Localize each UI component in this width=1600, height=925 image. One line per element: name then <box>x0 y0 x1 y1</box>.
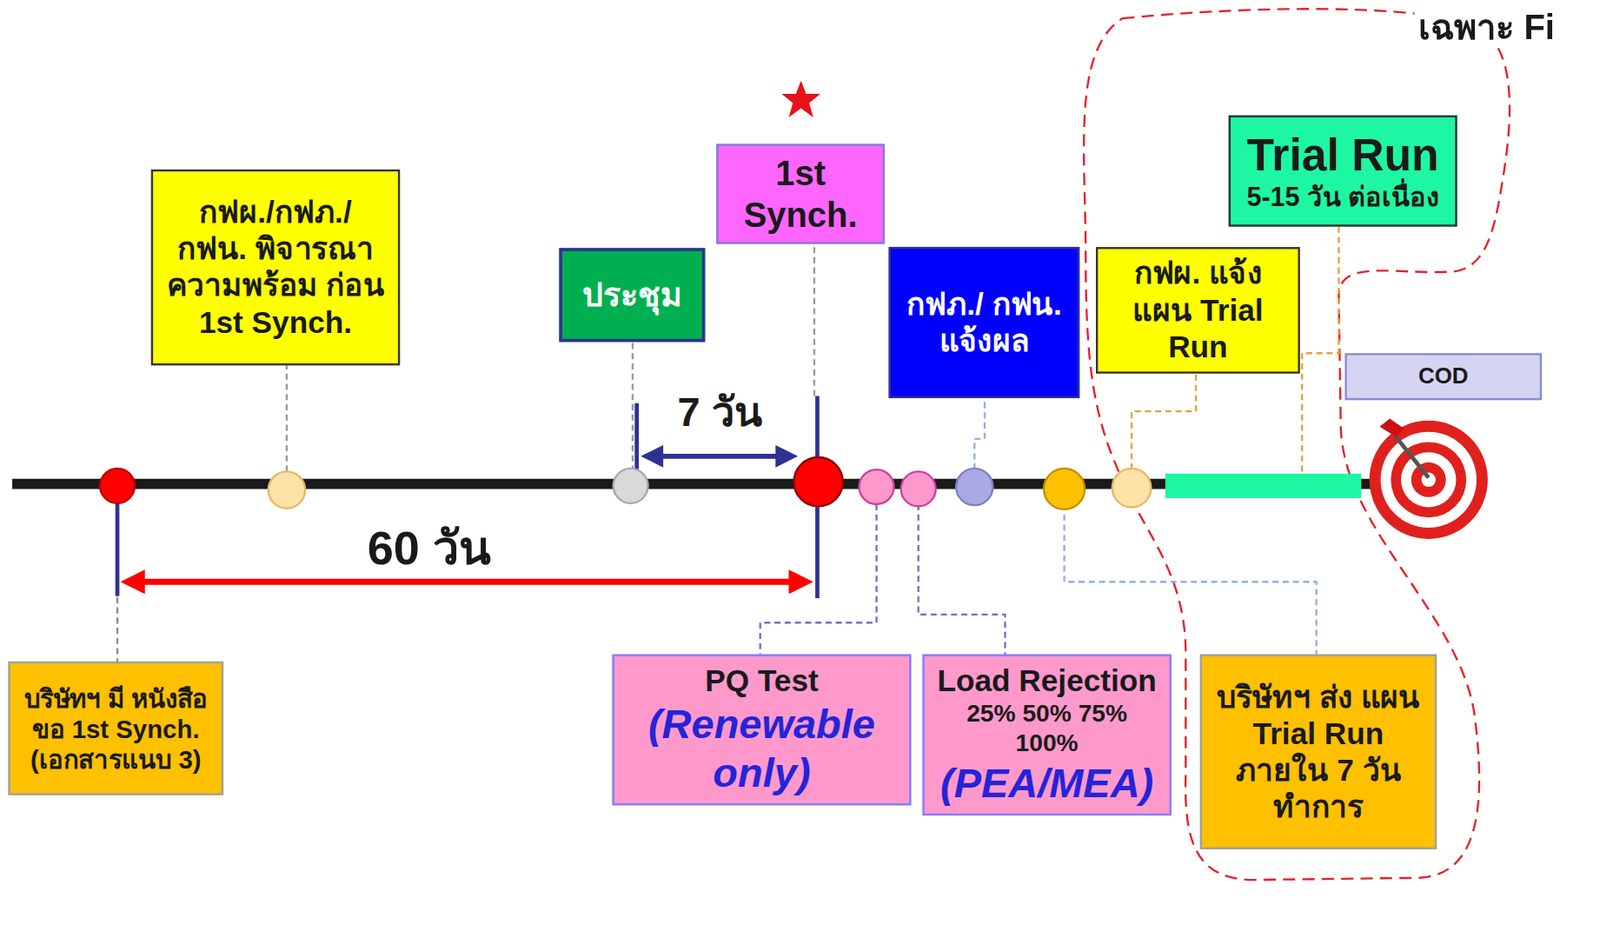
box-text: Trial Run <box>1247 127 1440 182</box>
milestone-dot <box>901 471 937 506</box>
process-box: 1st Synch. <box>716 144 885 245</box>
milestone-dot <box>613 468 649 504</box>
dart <box>1395 437 1429 479</box>
dimension-tick <box>634 403 639 472</box>
box-text: กฟภ./ กฟน. แจ้งผล <box>898 285 1069 360</box>
process-box: กฟผ./กฟภ./ กฟน. พิจารณา ความพร้อม ก่อน 1… <box>151 169 400 366</box>
milestone-dot <box>1112 468 1152 508</box>
leader-lines <box>117 193 1339 715</box>
duration-label: 7 วัน <box>673 388 766 434</box>
box-text: กฟผ. แจ้ง แผน Trial Run <box>1106 255 1290 366</box>
arrowhead <box>640 444 664 468</box>
star-icon <box>781 80 821 118</box>
milestone-dot <box>859 469 895 505</box>
process-box: Trial Run5-15 วัน ต่อเนื่อง <box>1228 115 1458 227</box>
target-ring <box>1390 441 1467 518</box>
box-text: COD <box>1418 363 1468 391</box>
arrowhead <box>789 569 814 594</box>
target-ring <box>1369 420 1488 539</box>
box-subtext: 5-15 วัน ต่อเนื่อง <box>1246 181 1439 214</box>
process-box: COD <box>1344 352 1542 400</box>
box-subtext: 25% 50% 75% 100% <box>932 698 1162 758</box>
dart-fletching <box>1379 418 1404 437</box>
process-box: กฟผ. แจ้ง แผน Trial Run <box>1095 246 1301 374</box>
target-ring <box>1400 451 1456 507</box>
duration-label: 60 วัน <box>363 522 495 574</box>
milestone-dot <box>268 471 306 508</box>
target-ring <box>1380 431 1477 528</box>
process-box: Load Rejection25% 50% 75% 100%(PEA/MEA) <box>922 654 1171 816</box>
dimension-arrow <box>139 578 795 585</box>
milestone-dot <box>956 468 993 505</box>
box-text: Load Rejection <box>936 662 1156 699</box>
box-text: 1st Synch. <box>726 152 875 236</box>
box-subtext: (Renewable only) <box>622 698 902 797</box>
box-text: บริษัทฯ ส่ง แผน Trial Run ภายใน 7 วัน ทำ… <box>1209 677 1427 825</box>
box-text: บริษัทฯ มี หนังสือ ขอ 1st Synch. (เอกสาร… <box>18 682 213 775</box>
dimension-arrow <box>655 453 783 459</box>
box-text: PQ Test <box>704 662 818 699</box>
target-ring <box>1411 462 1447 498</box>
target-icon <box>1369 418 1488 539</box>
process-box: บริษัทฯ ส่ง แผน Trial Run ภายใน 7 วัน ทำ… <box>1200 654 1437 850</box>
region-label: เฉพาะ Fi <box>1414 7 1559 47</box>
process-box: PQ Test(Renewable only) <box>611 654 911 806</box>
milestone-dot <box>793 457 843 506</box>
milestone-dot <box>99 468 135 504</box>
box-text: กฟผ./กฟภ./ กฟน. พิจารณา ความพร้อม ก่อน 1… <box>161 193 391 341</box>
leader-line <box>1301 204 1339 472</box>
trial-run-bar <box>1165 473 1361 498</box>
milestone-dot <box>1043 468 1085 510</box>
process-box: กฟภ./ กฟน. แจ้งผล <box>889 246 1081 399</box>
box-text: ประชุม <box>582 275 682 315</box>
arrowhead <box>120 569 146 594</box>
process-box: ประชุม <box>558 247 705 342</box>
box-subtext: (PEA/MEA) <box>940 757 1154 807</box>
arrowhead <box>775 444 798 468</box>
process-box: บริษัทฯ มี หนังสือ ขอ 1st Synch. (เอกสาร… <box>7 661 224 796</box>
